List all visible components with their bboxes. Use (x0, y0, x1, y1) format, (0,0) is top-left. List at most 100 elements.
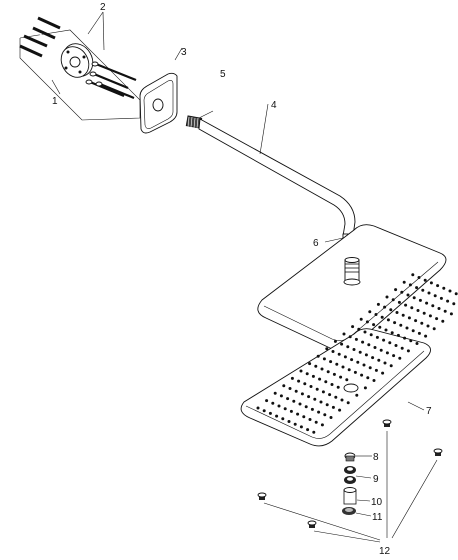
nozzle (328, 393, 332, 397)
nozzle (441, 319, 445, 323)
nozzle (354, 337, 358, 341)
nozzle (405, 326, 409, 330)
nozzle (352, 348, 356, 351)
nozzle (360, 373, 364, 377)
nozzle (292, 399, 296, 403)
nozzle (424, 334, 428, 338)
nozzle (400, 346, 404, 350)
nozzle (415, 286, 419, 290)
nozzle (310, 407, 314, 411)
nozzle (367, 343, 371, 347)
nozzle (393, 321, 397, 325)
nozzle (443, 309, 447, 313)
nozzle (378, 325, 382, 329)
nozzle (351, 325, 355, 329)
nozzle (410, 306, 414, 310)
nozzle (415, 342, 419, 345)
nozzle (302, 415, 306, 419)
nozzle (296, 412, 300, 416)
nozzle (408, 283, 412, 287)
nozzle (377, 358, 381, 362)
nozzle (320, 367, 324, 371)
nozzle (313, 397, 317, 401)
nozzle (366, 376, 370, 380)
nozzle (288, 387, 292, 390)
screw-11 (342, 507, 356, 515)
nozzle (385, 351, 389, 355)
shower-arm (185, 103, 356, 243)
nozzle (329, 360, 333, 364)
nozzle (429, 281, 433, 285)
fixing-screws-12 (257, 419, 443, 543)
callout-7: 7 (426, 406, 432, 417)
nozzle (407, 316, 411, 320)
nozzle (416, 309, 420, 312)
nozzle (369, 333, 373, 337)
callout-9: 9 (373, 474, 379, 485)
flow-limiter (344, 452, 356, 462)
nozzle (289, 409, 293, 413)
nozzle (322, 357, 326, 361)
screw-c (257, 492, 267, 500)
nozzle (307, 395, 311, 399)
nozzle (428, 314, 432, 318)
nozzle (353, 370, 357, 374)
nozzle (383, 305, 387, 309)
nozzle (346, 345, 350, 349)
nozzle (431, 304, 435, 308)
small-fittings (342, 452, 372, 517)
callout-2: 2 (100, 2, 106, 13)
nozzle (268, 411, 272, 415)
nozzle (308, 362, 312, 366)
callout-6: 6 (313, 238, 319, 249)
nozzle (372, 323, 376, 327)
nozzle (325, 347, 329, 351)
nozzle (340, 398, 344, 402)
nozzle (265, 399, 269, 403)
nozzle (448, 289, 452, 293)
nozzle (398, 356, 402, 360)
nozzle (337, 352, 341, 356)
nozzle (385, 295, 389, 299)
nozzle (404, 303, 408, 307)
nozzle (324, 380, 328, 384)
nozzle (326, 370, 330, 374)
nozzle (426, 324, 430, 328)
nozzle (417, 331, 421, 335)
nozzle (332, 372, 336, 376)
seal-ring-9 (344, 466, 356, 484)
nozzle (282, 384, 286, 388)
nozzle (449, 312, 453, 316)
nozzle (411, 329, 415, 333)
nozzle (283, 407, 287, 411)
nozzle (363, 386, 367, 390)
nozzle (433, 294, 437, 298)
nozzle (300, 392, 304, 396)
nozzle (331, 350, 335, 353)
nozzle (345, 378, 349, 382)
nozzle (262, 409, 266, 413)
nozzle (368, 310, 372, 314)
nozzle (391, 298, 395, 302)
nozzle (372, 379, 376, 382)
nozzle (339, 375, 343, 379)
nozzle (298, 402, 302, 406)
nozzle (442, 286, 446, 290)
nozzle (358, 350, 362, 354)
nozzle (306, 428, 310, 432)
nozzle (376, 302, 380, 306)
nozzle (308, 418, 312, 421)
nozzle (319, 400, 323, 404)
callout-12: 12 (379, 546, 391, 557)
nozzle (294, 389, 298, 393)
nozzle (315, 387, 319, 391)
nozzle (420, 321, 424, 325)
nozzle (336, 385, 340, 389)
nozzle (399, 323, 403, 327)
nozzle (427, 291, 431, 295)
nozzle (384, 328, 388, 332)
nozzle (277, 404, 281, 408)
nozzle (382, 338, 386, 342)
assembly-outline (19, 29, 141, 121)
nozzle (314, 420, 318, 424)
